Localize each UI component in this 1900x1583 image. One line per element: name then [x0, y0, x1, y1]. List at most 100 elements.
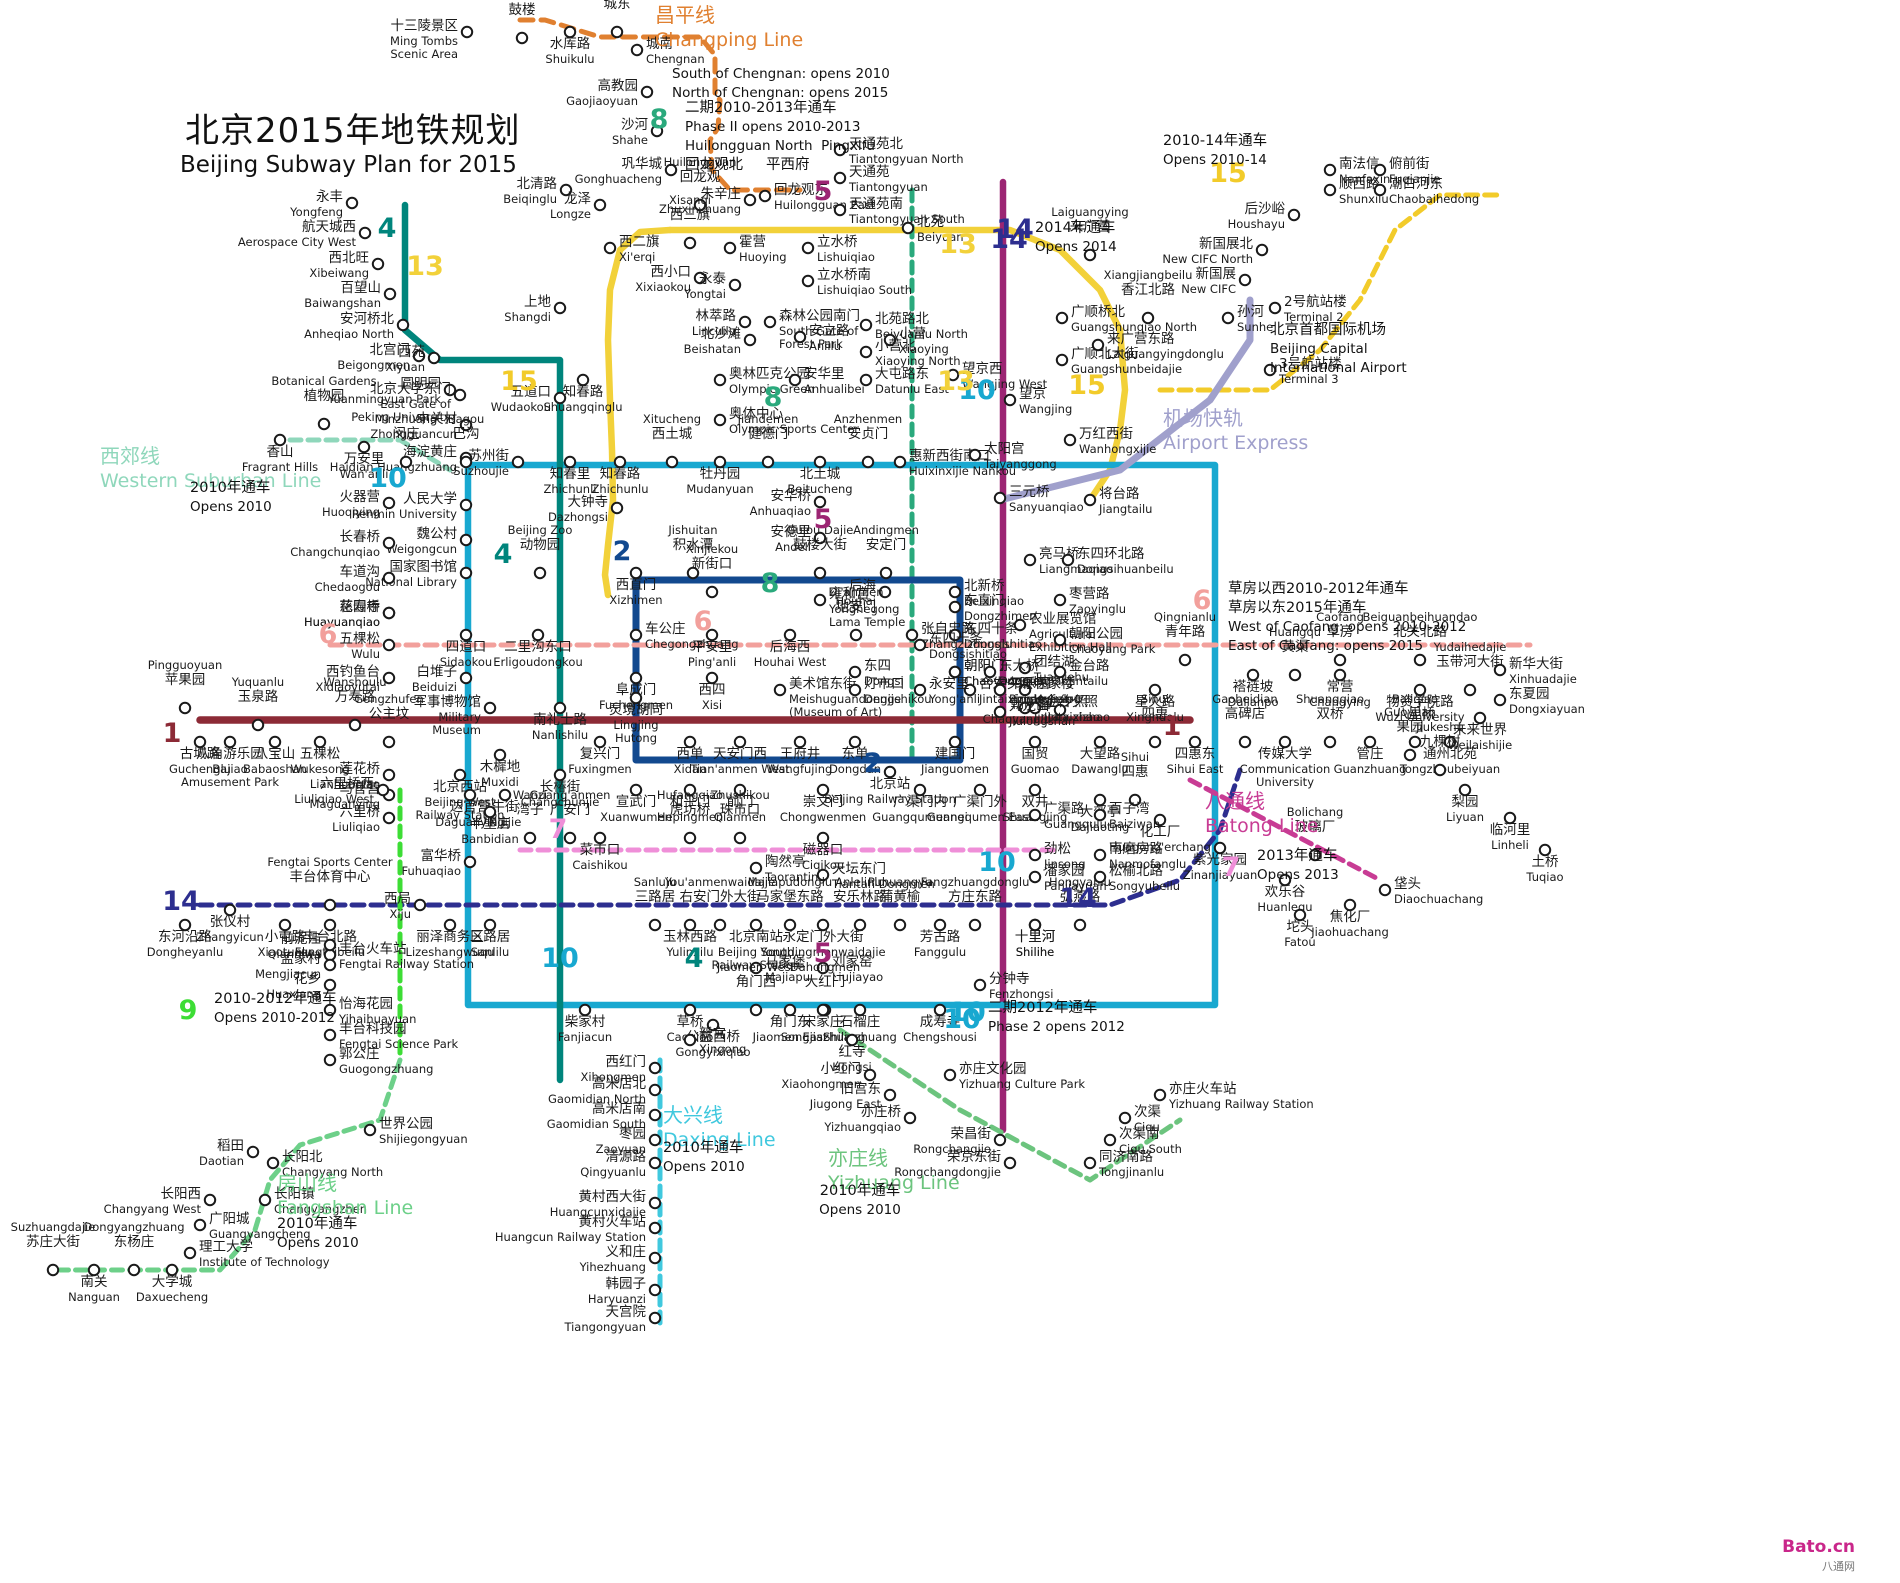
station-marker[interactable]: [1091, 338, 1105, 352]
station-marker[interactable]: [833, 203, 847, 217]
station-marker[interactable]: [749, 961, 763, 975]
station-marker[interactable]: [1003, 1156, 1017, 1170]
station-marker[interactable]: [246, 1145, 260, 1159]
station-marker[interactable]: [1083, 493, 1097, 507]
station-marker[interactable]: [193, 735, 207, 749]
station-marker[interactable]: [1413, 653, 1427, 667]
station-marker[interactable]: [1246, 668, 1260, 682]
station-marker[interactable]: [1278, 735, 1292, 749]
station-marker[interactable]: [87, 1263, 101, 1277]
station-marker[interactable]: [683, 831, 697, 845]
station-marker[interactable]: [883, 765, 897, 779]
station-marker[interactable]: [683, 236, 697, 250]
station-marker[interactable]: [1028, 735, 1042, 749]
station-marker[interactable]: [593, 831, 607, 845]
station-marker[interactable]: [593, 198, 607, 212]
station-marker[interactable]: [1083, 1156, 1097, 1170]
station-marker[interactable]: [1055, 353, 1069, 367]
station-marker[interactable]: [883, 1088, 897, 1102]
station-marker[interactable]: [1463, 683, 1477, 697]
station-marker[interactable]: [629, 566, 643, 580]
station-marker[interactable]: [396, 318, 410, 332]
station-marker[interactable]: [706, 1018, 720, 1032]
station-marker[interactable]: [610, 501, 624, 515]
station-marker[interactable]: [193, 1218, 207, 1232]
station-marker[interactable]: [665, 455, 679, 469]
station-marker[interactable]: [1153, 1088, 1167, 1102]
station-marker[interactable]: [453, 768, 467, 782]
station-marker[interactable]: [1255, 243, 1269, 257]
station-marker[interactable]: [251, 718, 265, 732]
station-marker[interactable]: [793, 330, 807, 344]
station-marker[interactable]: [993, 1133, 1007, 1147]
station-marker[interactable]: [629, 783, 643, 797]
station-marker[interactable]: [323, 948, 337, 962]
station-marker[interactable]: [553, 391, 567, 405]
station-marker[interactable]: [913, 638, 927, 652]
station-marker[interactable]: [640, 85, 654, 99]
station-marker[interactable]: [1055, 311, 1069, 325]
station-marker[interactable]: [816, 961, 830, 975]
station-marker[interactable]: [1378, 883, 1392, 897]
station-marker[interactable]: [382, 735, 396, 749]
station-marker[interactable]: [613, 455, 627, 469]
station-marker[interactable]: [363, 1123, 377, 1137]
station-marker[interactable]: [713, 373, 727, 387]
station-marker[interactable]: [1028, 701, 1042, 715]
station-marker[interactable]: [848, 735, 862, 749]
station-marker[interactable]: [610, 25, 624, 39]
station-marker[interactable]: [816, 1003, 830, 1017]
station-marker[interactable]: [728, 278, 742, 292]
station-marker[interactable]: [629, 691, 643, 705]
station-marker[interactable]: [845, 1033, 859, 1047]
station-marker[interactable]: [901, 221, 915, 235]
station-marker[interactable]: [317, 417, 331, 431]
station-marker[interactable]: [1053, 593, 1067, 607]
station-marker[interactable]: [1148, 735, 1162, 749]
station-marker[interactable]: [686, 566, 700, 580]
